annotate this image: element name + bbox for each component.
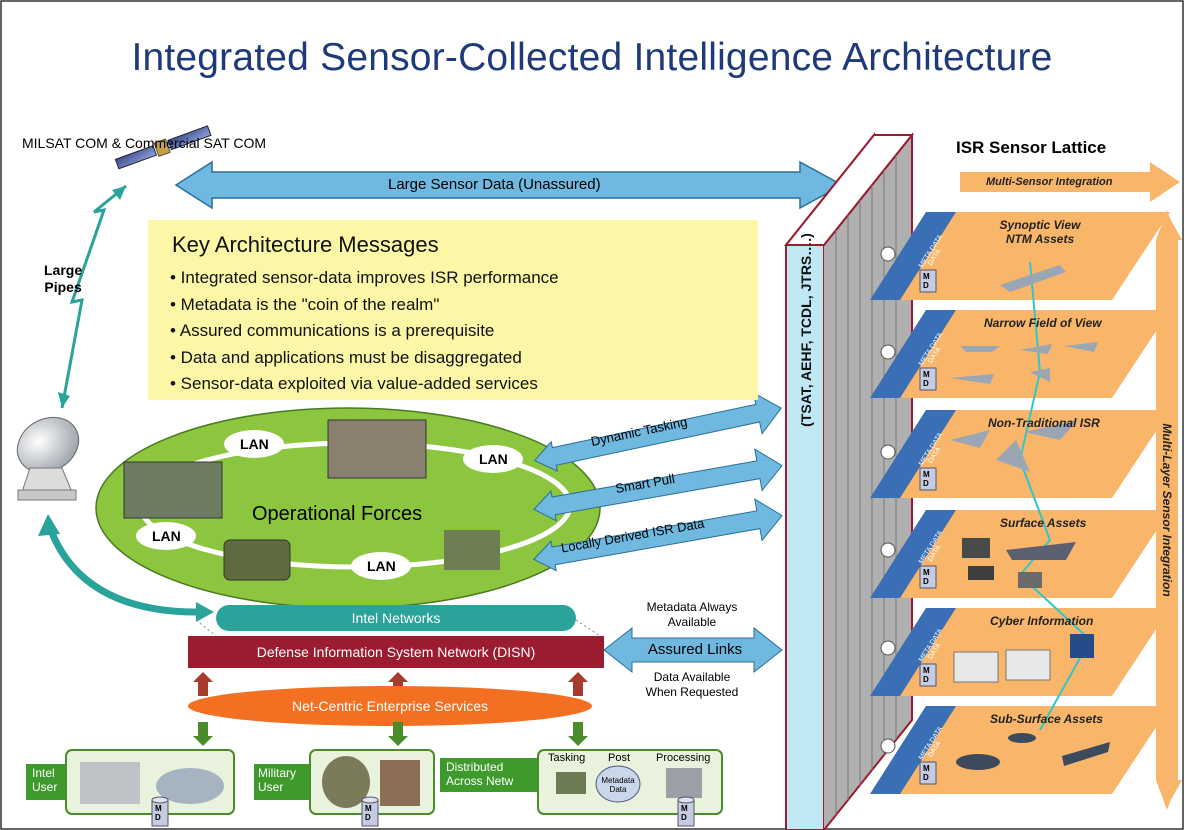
md-label: M D <box>923 470 930 488</box>
troops-photo <box>327 419 427 479</box>
officer-photo <box>380 760 420 806</box>
lan-node <box>136 522 196 550</box>
post-label: Post <box>608 752 631 764</box>
lan-node <box>351 552 411 580</box>
lan-label: LAN <box>240 436 269 452</box>
distributed-label: Distributed Across Netw <box>446 760 514 788</box>
md-label: M D <box>155 804 162 822</box>
panel-ribs <box>835 155 897 815</box>
multi-sensor-integration-arrow <box>960 162 1180 202</box>
md-label: M D <box>681 804 688 822</box>
metadata-db-icon <box>595 765 641 803</box>
key-messages-title: Key Architecture Messages <box>172 232 439 257</box>
large-pipes-label: Large Pipes <box>44 262 83 295</box>
disn-label: Defense Information System Network (DISN… <box>256 644 536 660</box>
layer-label-synoptic: Synoptic View NTM Assets <box>999 218 1081 246</box>
layer-label-subsurface: Sub-Surface Assets <box>990 712 1103 726</box>
key-message-item: • Assured communications is a prerequisi… <box>170 321 495 340</box>
dish-to-network-arrow <box>38 514 214 622</box>
soldier-photo <box>322 756 370 808</box>
multi-layer-label: Multi-Layer Sensor Integration <box>1160 423 1174 597</box>
vehicle-photo <box>123 461 223 519</box>
satellite-label: MILSAT COM & Commercial SAT COM <box>22 135 266 151</box>
key-messages-box <box>148 220 758 400</box>
md-database-icon <box>677 796 695 827</box>
lattice-md-icons <box>919 269 937 785</box>
smart-pull-arrow <box>533 448 783 522</box>
layer-label-cyber: Cyber Information <box>990 614 1094 628</box>
multi-layer-integration-arrow <box>1156 210 1182 810</box>
lan-node <box>463 445 523 473</box>
key-message-item: • Sensor-data exploited via value-added … <box>170 374 538 393</box>
lan-label: LAN <box>152 528 181 544</box>
disn-bar <box>188 636 604 668</box>
intel-user-tag <box>26 764 68 800</box>
operational-forces-label: Operational Forces <box>252 503 423 525</box>
md-label: M D <box>923 272 930 290</box>
tasking-icon <box>556 772 586 794</box>
multi-sensor-label: Multi-Sensor Integration <box>986 176 1113 188</box>
key-message-item: • Data and applications must be disaggre… <box>170 347 522 367</box>
isr-layer <box>870 706 1170 794</box>
intel-user-label: Intel User <box>32 766 58 794</box>
intel-networks-label: Intel Networks <box>351 610 441 626</box>
isr-lattice-title: ISR Sensor Lattice <box>956 138 1107 157</box>
assured-communications-panel <box>783 132 915 830</box>
server-icon <box>666 768 702 798</box>
isr-layer <box>870 310 1170 398</box>
locally-derived-isr-arrow <box>533 498 783 572</box>
nces-label: Net-Centric Enterprise Services <box>291 698 489 714</box>
isr-layer <box>870 212 1170 300</box>
facility-icon <box>156 768 224 804</box>
lan-node <box>224 430 284 458</box>
layer-label-non-traditional: Non-Traditional ISR <box>988 416 1100 430</box>
lan-label: LAN <box>479 451 508 467</box>
layer-label-surface: Surface Assets <box>1000 516 1087 530</box>
comms-systems-label: (TSAT, AEHF, TCDL, JTRS….) <box>798 233 814 427</box>
data-available-label: Data Available When Requested <box>645 670 739 699</box>
large-sensor-data-label: Large Sensor Data (Unassured) <box>388 176 601 193</box>
md-label: M D <box>923 666 930 684</box>
satellite-icon <box>114 125 212 170</box>
large-pipes-arrow <box>58 184 127 409</box>
tasking-label: Tasking <box>548 752 586 764</box>
intel-networks-bar <box>216 605 576 631</box>
assured-links-label: Assured Links <box>647 641 743 658</box>
metadata-always-label: Metadata Always Available <box>646 600 738 629</box>
md-database-icon <box>361 796 379 827</box>
key-message-item: • Metadata is the "coin of the realm" <box>170 294 440 314</box>
assured-links-arrow <box>603 626 783 674</box>
key-message-item: • Integrated sensor-data improves ISR pe… <box>170 268 559 287</box>
humvee-icon <box>223 539 291 581</box>
md-label: M D <box>923 568 930 586</box>
lan-label: LAN <box>367 558 396 574</box>
md-label: M D <box>923 370 930 388</box>
md-database-icon <box>151 796 169 827</box>
military-user-label: Military User <box>258 766 296 794</box>
lattice-node-icons <box>880 246 896 754</box>
distributed-tag <box>440 758 540 792</box>
nces-ellipse <box>188 686 592 726</box>
md-label: M D <box>365 804 372 822</box>
dynamic-tasking-arrow <box>533 391 782 472</box>
soldiers-icon <box>444 530 500 570</box>
page-title: Integrated Sensor-Collected Intelligence… <box>131 36 1053 79</box>
satellite-dish-icon <box>16 416 80 501</box>
key-messages-list: • Integrated sensor-data improves ISR pe… <box>170 265 559 398</box>
military-user-tag <box>254 764 310 800</box>
sensor-asset-icons <box>950 265 1110 770</box>
green-down-arrows <box>193 722 588 746</box>
layer-label-narrow: Narrow Field of View <box>984 316 1102 330</box>
building-icon <box>80 762 140 804</box>
processing-label: Processing <box>656 752 711 764</box>
metadata-data-label: Metadata Data <box>601 776 635 794</box>
md-label: M D <box>923 764 930 782</box>
